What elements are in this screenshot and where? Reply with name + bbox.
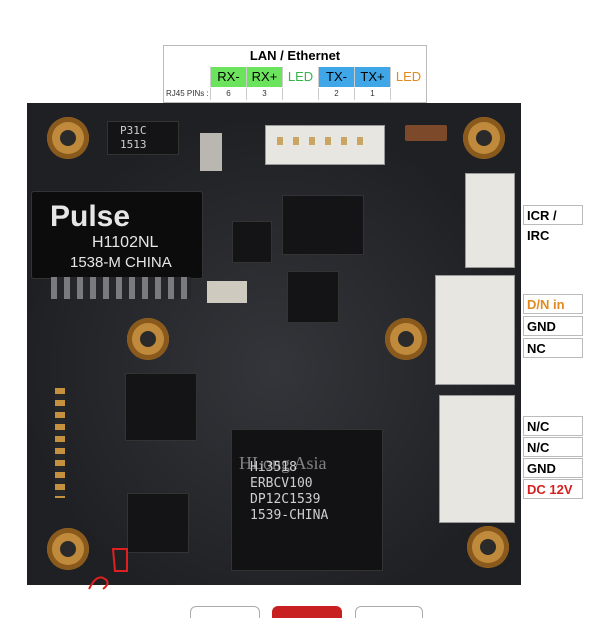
bottom-button-fragment-3[interactable] — [355, 606, 423, 618]
lan-col-pin-2 — [282, 88, 318, 100]
lan-col-pin-0: 6 — [210, 88, 246, 100]
crystal — [207, 281, 247, 303]
lan-col-label-1: RX+ — [246, 67, 282, 87]
top-chip-line1: P31C — [120, 124, 147, 137]
mounting-hole-mid-left — [127, 318, 169, 360]
flash-chip — [282, 195, 364, 255]
lan-col-pin-3: 2 — [318, 88, 354, 100]
soc-line2: ERBCV100 — [250, 476, 313, 491]
soc-line1: Hi3518 — [250, 460, 297, 475]
transformer-pins — [51, 277, 191, 299]
top-regulator-chip: P31C 1513 — [107, 121, 179, 155]
soc-line3: DP12C1539 — [250, 492, 321, 507]
label-n-c-1: N/C — [523, 416, 583, 436]
lan-col-label-4: TX+ — [354, 67, 390, 87]
lan-col-label-2: LED — [282, 67, 318, 87]
pulse-transformer: Pulse H1102NL 1538-M CHINA — [31, 191, 203, 279]
mounting-hole-bottom-right — [467, 526, 509, 568]
bottom-button-fragment-2[interactable] — [272, 606, 342, 618]
power-connector — [439, 395, 515, 523]
bottom-button-fragment-1[interactable] — [190, 606, 260, 618]
small-ic — [232, 221, 272, 263]
soc-line4: 1539-CHINA — [250, 508, 329, 523]
label-dn-in: D/N in — [523, 294, 583, 314]
pulse-origin-text: 1538-M CHINA — [70, 254, 172, 271]
lan-table-title: LAN / Ethernet — [249, 48, 341, 63]
top-white-connector — [265, 125, 385, 165]
lan-col-pin-1: 3 — [246, 88, 282, 100]
top-chip-line2: 1513 — [120, 138, 147, 151]
pulse-brand-text: Pulse — [50, 200, 131, 233]
label-gnd-1: GND — [523, 316, 583, 336]
top-connector-pins — [277, 137, 373, 145]
small-header — [405, 125, 447, 141]
board-components: P31C 1513 Pulse H1102NL 1538-M CHINA Hi3… — [27, 103, 521, 590]
mounting-hole-top-left — [47, 117, 89, 159]
edge-pads — [55, 388, 65, 498]
watermark-text: HLong Asia — [239, 453, 327, 473]
label-gnd-2: GND — [523, 458, 583, 478]
mounting-hole-mid-right — [385, 318, 427, 360]
lan-col-pin-5 — [390, 88, 426, 100]
lan-col-pin-4: 1 — [354, 88, 390, 100]
mounting-hole-bottom-left — [47, 528, 89, 570]
icr-connector — [465, 173, 515, 268]
capacitor — [200, 133, 222, 171]
lan-col-label-0: RX- — [210, 67, 246, 87]
lan-col-label-5: LED — [390, 67, 426, 87]
pulse-model-text: H1102NL — [92, 234, 159, 251]
ethernet-phy-chip — [127, 493, 189, 553]
regulator-ic — [287, 271, 339, 323]
hi3518-soc: Hi3518 ERBCV100 DP12C1539 1539-CHINA — [231, 429, 383, 571]
label-dc-12v: DC 12V — [523, 479, 583, 499]
dn-connector — [435, 275, 515, 385]
rj45-pins-label: RJ45 PINs : — [166, 89, 209, 98]
mounting-hole-top-right — [463, 117, 505, 159]
lan-col-label-3: TX- — [318, 67, 354, 87]
red-marker-annotation — [88, 548, 128, 590]
label-icr-irc: ICR / IRC — [523, 205, 583, 243]
label-n-c-2: N/C — [523, 437, 583, 457]
ddr-chip — [125, 373, 197, 441]
label-nc: NC — [523, 338, 583, 358]
